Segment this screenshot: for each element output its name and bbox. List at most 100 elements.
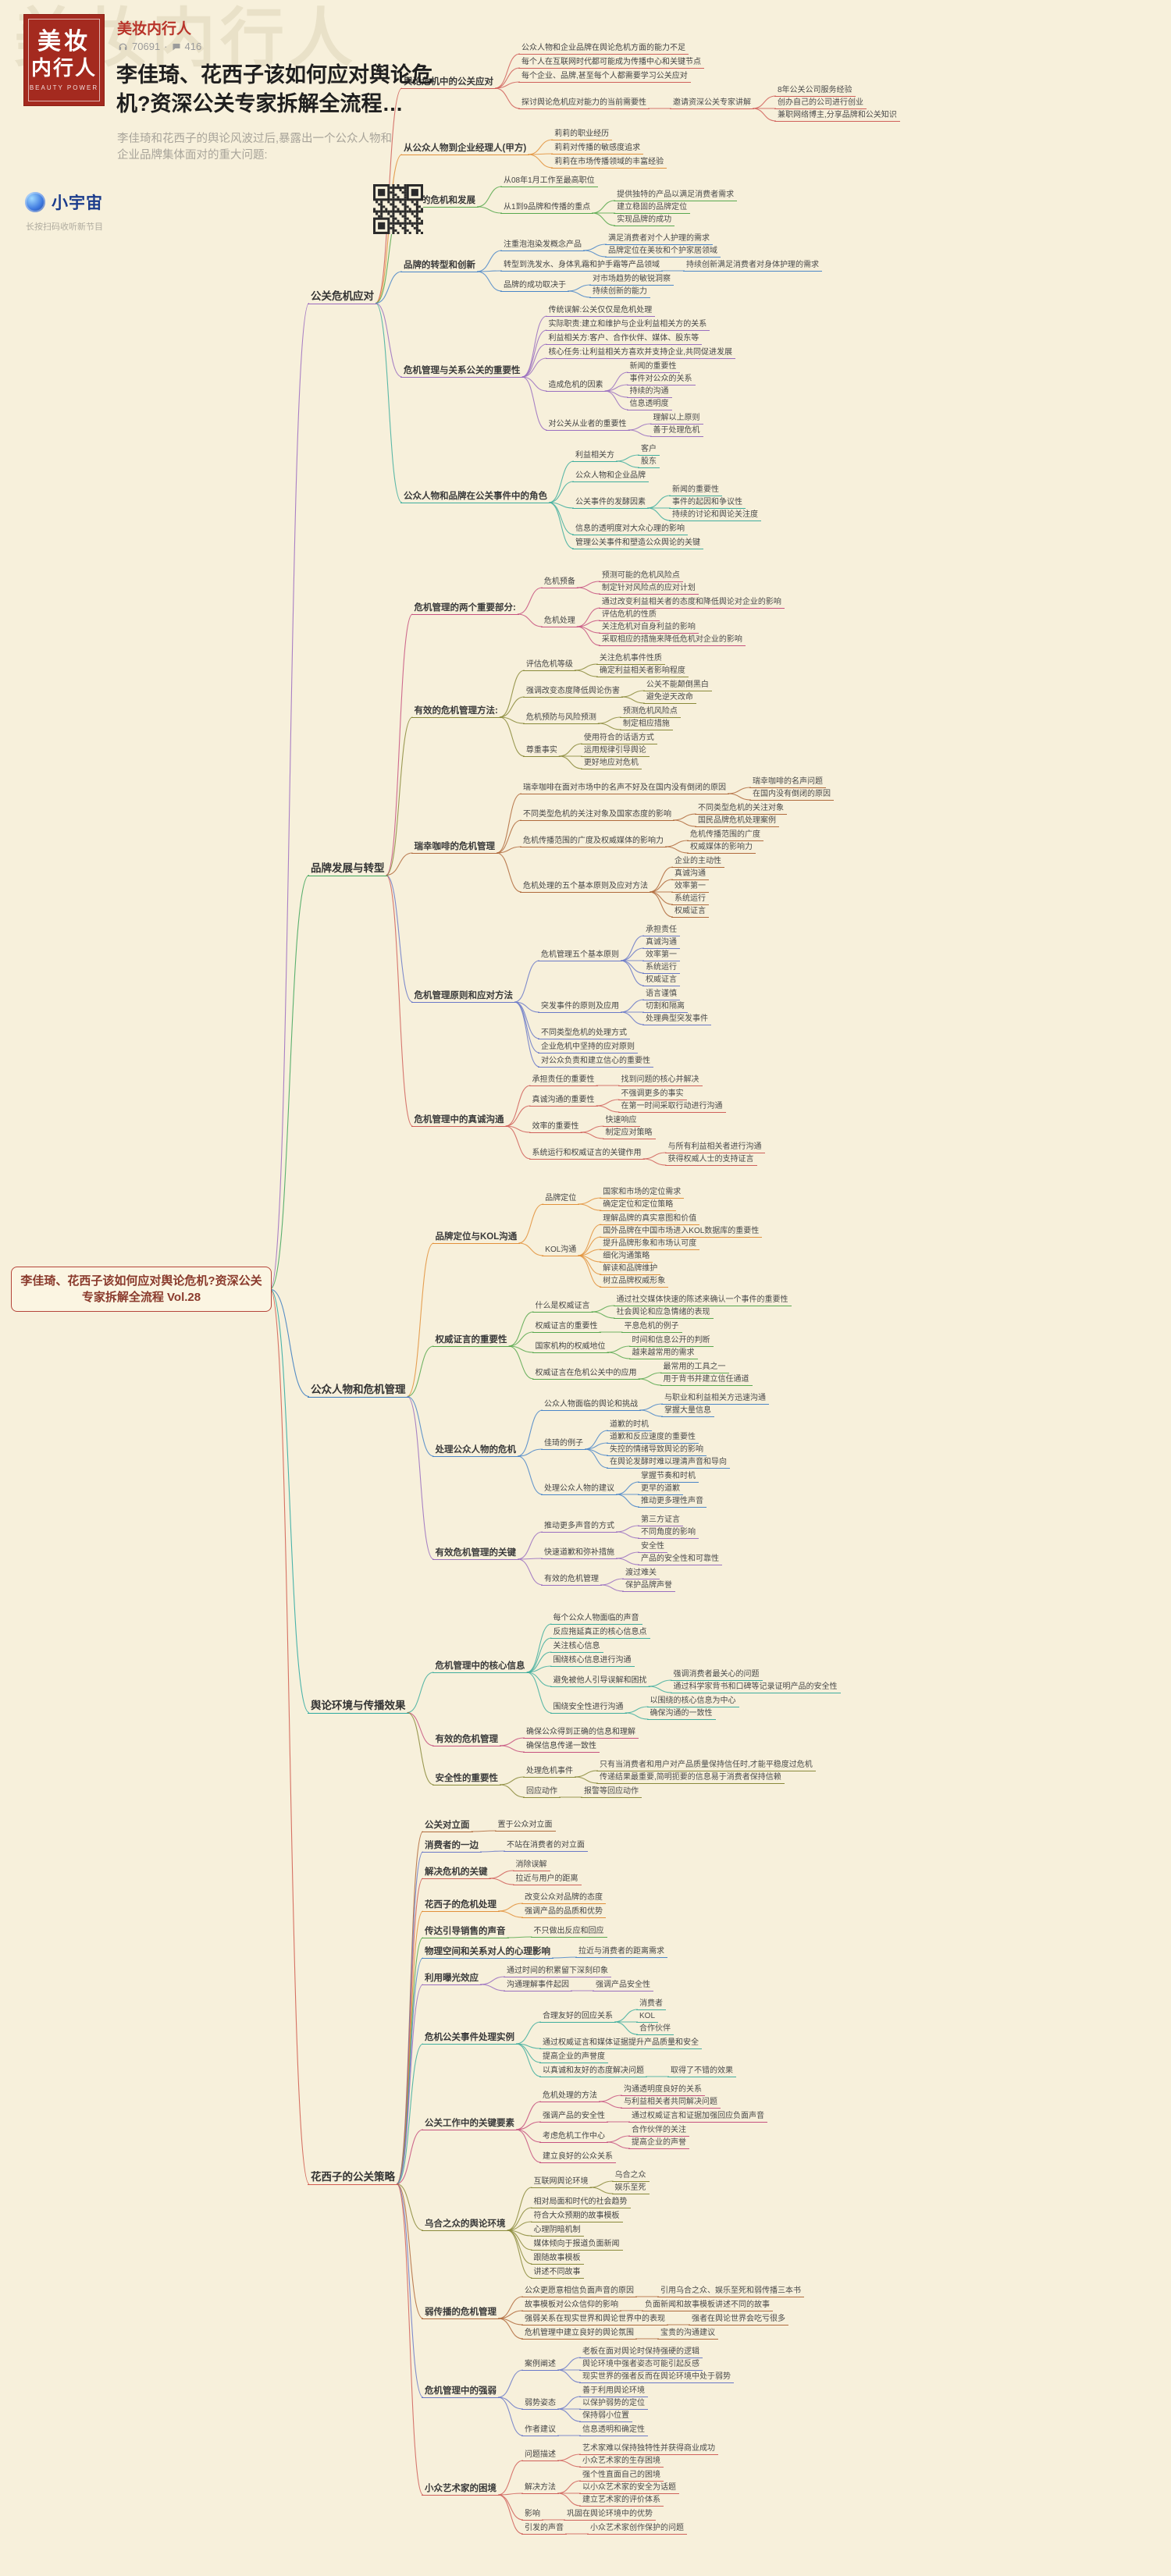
mind-node[interactable]: 危机管理中建立良好的舆论氛围	[521, 2329, 637, 2340]
mind-node[interactable]: 产品的安全性和可靠性	[638, 1554, 722, 1565]
mind-node[interactable]: 引发的声音	[521, 2524, 567, 2535]
mind-node[interactable]: 通过权威证言和证据加强回应负面声音	[628, 2112, 767, 2123]
mind-node[interactable]: 瑞幸咖啡的危机管理	[411, 841, 498, 854]
mind-node[interactable]: 安全性的重要性	[432, 1773, 501, 1785]
mind-node[interactable]: 确保沟通的一致性	[646, 1709, 716, 1720]
mind-node[interactable]: KOL沟通	[542, 1245, 580, 1256]
mind-node[interactable]: 提高企业的声誉度	[539, 2052, 608, 2063]
mind-node[interactable]: 建立艺术家的评价体系	[579, 2496, 664, 2507]
mind-node[interactable]: 故事模板对公众信仰的影响	[521, 2301, 621, 2311]
mind-node[interactable]: 乌合之众的舆论环境	[422, 2219, 509, 2231]
mind-node[interactable]: 推动更多声音的方式	[541, 1522, 618, 1533]
mind-node[interactable]: 道歉和反应速度的重要性	[607, 1433, 699, 1444]
mind-node[interactable]: 危机传播范围的广度及权威媒体的影响力	[520, 837, 667, 847]
mind-node[interactable]: 注重泡泡染发概念产品	[500, 240, 585, 251]
mind-node[interactable]: 客户	[638, 445, 660, 456]
mind-node[interactable]: 弱势姿态	[521, 2399, 559, 2410]
mind-node[interactable]: 公关工作中的关键要素	[422, 2118, 518, 2130]
mind-node[interactable]: 每个企业、品牌,甚至每个人都需要学习公关应对	[518, 72, 691, 83]
mind-node[interactable]: 在舆论发酵时难以理清声音和导向	[607, 1458, 730, 1469]
mind-node[interactable]: 负面新闻和故事模板讲述不同的故事	[642, 2301, 773, 2311]
mind-node[interactable]: 乌合之众	[611, 2171, 650, 2182]
mind-node[interactable]: 以小众艺术家的安全为话题	[579, 2483, 679, 2494]
mind-node[interactable]: 艺术家难以保持独特性并获得商业成功	[579, 2444, 718, 2455]
mind-node[interactable]: 切割和隔离	[642, 1002, 688, 1013]
mind-node[interactable]: 合作伙伴的关注	[628, 2126, 689, 2137]
mind-node[interactable]: 确定定位和定位策略	[600, 1200, 677, 1211]
mind-node[interactable]: 影响	[521, 2510, 543, 2521]
mind-node[interactable]: 真诚沟通	[671, 869, 709, 880]
mind-node[interactable]: 权威证言的重要性	[532, 1322, 601, 1333]
mind-node[interactable]: 评估危机的性质	[598, 610, 660, 621]
mind-node[interactable]: 制定相应措施	[619, 720, 673, 730]
mind-node[interactable]: 社会舆论和应急情绪的表现	[613, 1308, 714, 1319]
mind-node[interactable]: 莉莉的职业经历	[551, 130, 613, 140]
mind-node[interactable]: 新闻的重要性	[669, 485, 722, 496]
mind-node[interactable]: 从08年1月工作至最高职位	[500, 176, 598, 187]
mind-node[interactable]: 道歉的时机	[607, 1420, 652, 1431]
mind-node[interactable]: 从公众人物到企业经理人(甲方)	[400, 143, 530, 155]
mind-node[interactable]: 引用乌合之众、娱乐至死和弱传播三本书	[657, 2286, 804, 2297]
mind-node[interactable]: 关注核心信息	[550, 1642, 603, 1653]
mind-node[interactable]: 评估危机等级	[522, 660, 576, 671]
mind-node[interactable]: 权威证言在危机公关中的应用	[532, 1369, 640, 1380]
mind-node[interactable]: 置于公众对立面	[494, 1821, 556, 1832]
mind-node[interactable]: 处理典型突发事件	[642, 1014, 711, 1025]
mind-node[interactable]: 有效的危机管理方法:	[411, 705, 501, 718]
branch-topic[interactable]: 公关危机应对	[308, 290, 377, 304]
mind-node[interactable]: 保护品牌声誉	[622, 1581, 675, 1592]
mind-node[interactable]: 通过时间的积累留下深刻印象	[504, 1967, 611, 1977]
mind-node[interactable]: 对市场趋势的敏锐洞察	[589, 275, 674, 286]
mind-node[interactable]: 危机管理中的核心信息	[432, 1661, 529, 1673]
mind-node[interactable]: 第三方证言	[638, 1515, 683, 1526]
mind-node[interactable]: 8年公关公司服务经验	[774, 86, 856, 97]
mind-node[interactable]: 制定应对策略	[602, 1128, 656, 1139]
mind-node[interactable]: 突发事件的原则及应用	[538, 1002, 622, 1013]
mind-node[interactable]: 最常用的工具之一	[660, 1363, 729, 1373]
mind-node[interactable]: 善于处理危机	[650, 426, 703, 437]
mind-node[interactable]: 危机管理原则和应对方法	[411, 990, 516, 1003]
branch-topic[interactable]: 品牌发展与转型	[308, 862, 388, 876]
mind-node[interactable]: 合理友好的回应关系	[539, 2012, 616, 2023]
mind-node[interactable]: 用于背书并建立信任通道	[660, 1375, 753, 1386]
mind-node[interactable]: 不同类型危机的关注对象	[695, 804, 787, 815]
mind-node[interactable]: 只有当消费者和用户对产品质量保持信任时,才能平稳度过危机	[596, 1761, 816, 1771]
mind-node[interactable]: 危机公关事件处理实例	[422, 2032, 518, 2045]
mind-node[interactable]: 快速响应	[602, 1116, 640, 1127]
mind-node[interactable]: 危机管理的两个重要部分:	[411, 602, 519, 615]
mind-node[interactable]: 解决危机的关键	[422, 1867, 491, 1879]
mind-node[interactable]: 确保信息传递一致性	[523, 1742, 600, 1753]
mind-node[interactable]: 取得了不错的效果	[667, 2066, 736, 2077]
branch-topic[interactable]: 舆论环境与传播效果	[308, 1699, 409, 1714]
mind-node[interactable]: 强调产品安全性	[593, 1981, 653, 1992]
mind-node[interactable]: 实际职责:建立和维护与企业利益相关方的关系	[545, 320, 710, 331]
mind-node[interactable]: 公众人物和企业品牌在舆论危机方面的能力不足	[518, 44, 689, 55]
mind-node[interactable]: 问题描述	[521, 2450, 559, 2461]
mind-node[interactable]: 企业危机中坚持的应对原则	[538, 1043, 638, 1053]
mind-node[interactable]: 权威证言	[671, 907, 709, 918]
mind-node[interactable]: 时间和信息公开的判断	[628, 1336, 714, 1347]
mind-node[interactable]: 强调改变态度降低舆论伤害	[522, 687, 623, 698]
mind-node[interactable]: 传达引导销售的声音	[422, 1926, 509, 1938]
mind-node[interactable]: 媒体倾向于报道负面新闻	[530, 2240, 623, 2251]
branch-topic[interactable]: 公众人物和危机管理	[308, 1383, 409, 1398]
mind-node[interactable]: 与利益相关者共同解决问题	[621, 2098, 721, 2109]
mind-node[interactable]: 在国内没有倒闭的原因	[749, 790, 834, 801]
mind-node[interactable]: 信息的透明度对大众心理的影响	[572, 524, 688, 535]
mind-node[interactable]: 合作伙伴	[636, 2024, 674, 2035]
mind-node[interactable]: 持续的沟通	[626, 387, 672, 398]
mind-node[interactable]: 国家机构的权威地位	[532, 1342, 609, 1353]
mind-node[interactable]: 强调产品的安全性	[539, 2112, 608, 2123]
mind-node[interactable]: 小众艺术家的生存困境	[579, 2457, 664, 2468]
mind-node[interactable]: 树立品牌权威形象	[600, 1277, 669, 1288]
mind-node[interactable]: 作者建议	[521, 2425, 559, 2436]
mind-node[interactable]: 掌握节奏和时机	[638, 1472, 699, 1483]
mind-node[interactable]: 物理空间和关系对人的心理影响	[422, 1946, 553, 1959]
mind-node[interactable]: 平息危机的例子	[621, 1322, 682, 1333]
mind-node[interactable]: 危机预备	[540, 577, 578, 588]
mind-node[interactable]: 推动更多理性声音	[638, 1497, 707, 1508]
mind-node[interactable]: 以围绕的核心信息为中心	[646, 1697, 739, 1707]
mind-node[interactable]: 承担责任	[642, 926, 680, 936]
mind-node[interactable]: 持续创新满足消费者对身体护理的需求	[683, 261, 822, 272]
mind-node[interactable]: 回应动作	[523, 1787, 561, 1798]
